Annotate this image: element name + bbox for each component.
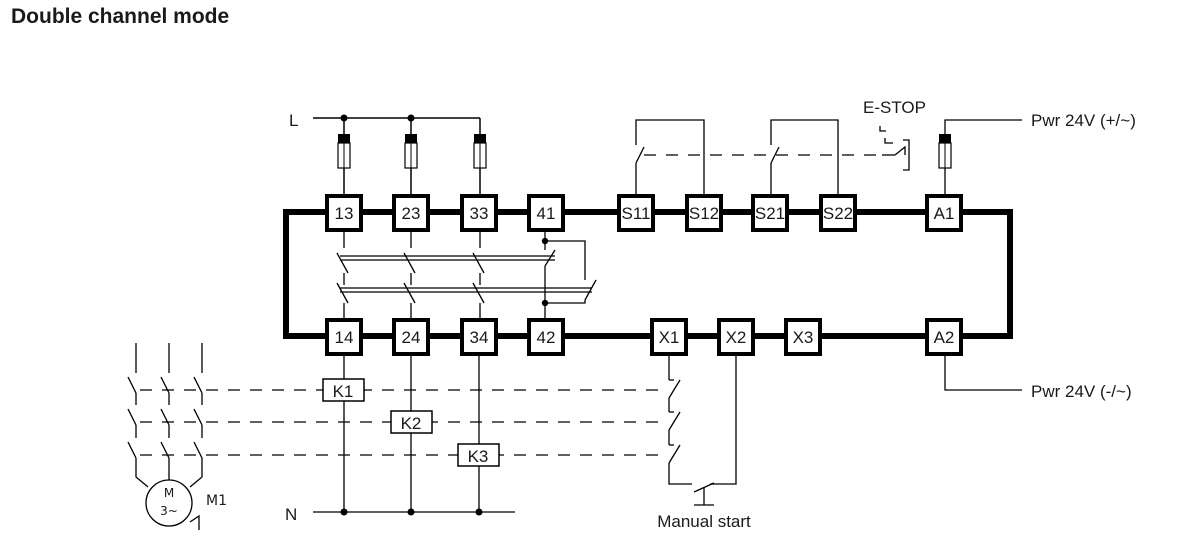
fuse-icon xyxy=(337,134,351,169)
svg-text:3~: 3~ xyxy=(160,504,178,518)
page-title: Double channel mode xyxy=(11,5,230,28)
terminal-s21: S21 xyxy=(751,194,789,232)
terminal-a1: A1 xyxy=(925,194,963,232)
terminal-x1: X1 xyxy=(650,318,688,356)
svg-text:A2: A2 xyxy=(934,328,955,347)
junction-dot xyxy=(407,508,415,516)
estop-label: E-STOP xyxy=(863,98,926,117)
svg-text:13: 13 xyxy=(335,204,354,223)
neutral-label: N xyxy=(285,505,297,524)
svg-text:23: 23 xyxy=(402,204,421,223)
terminal-42: 42 xyxy=(527,318,565,356)
terminal-34: 34 xyxy=(460,318,498,356)
junction-dot xyxy=(475,508,483,516)
power-plus-label: Pwr 24V (+/~) xyxy=(1031,111,1136,130)
terminal-23: 23 xyxy=(392,194,430,232)
motor-contacts xyxy=(127,343,203,488)
junction-dot xyxy=(541,299,549,307)
power-minus-label: Pwr 24V (-/~) xyxy=(1031,382,1132,401)
svg-text:X3: X3 xyxy=(793,328,814,347)
svg-text:A1: A1 xyxy=(934,204,955,223)
power-minus-wiring xyxy=(944,354,1022,391)
terminal-24: 24 xyxy=(392,318,430,356)
svg-text:14: 14 xyxy=(335,328,354,347)
terminal-x2: X2 xyxy=(717,318,755,356)
svg-text:K3: K3 xyxy=(468,447,489,466)
terminal-a2: A2 xyxy=(925,318,963,356)
internal-contacts xyxy=(336,231,597,318)
junction-dot xyxy=(541,237,549,245)
motor-label: M1 xyxy=(206,493,227,509)
terminal-s11: S11 xyxy=(617,194,655,232)
svg-text:X1: X1 xyxy=(659,328,680,347)
terminal-13: 13 xyxy=(325,194,363,232)
junction-dot xyxy=(340,508,348,516)
manual-start-label: Manual start xyxy=(657,512,751,531)
junction-dot xyxy=(407,114,415,122)
estop-button-icon xyxy=(879,126,910,171)
svg-text:34: 34 xyxy=(470,328,489,347)
manual-start-button-icon xyxy=(694,488,714,506)
feedback-loop xyxy=(668,354,737,493)
coil-k1: K1 xyxy=(322,378,365,402)
power-plus-wiring xyxy=(944,119,1022,194)
svg-text:S11: S11 xyxy=(622,204,651,223)
coil-k3: K3 xyxy=(457,443,500,467)
motor-icon: M 3~ xyxy=(145,479,200,530)
svg-text:S21: S21 xyxy=(755,204,785,223)
fuse-icon xyxy=(473,134,487,169)
estop-wiring xyxy=(635,119,880,194)
svg-text:M: M xyxy=(164,486,174,500)
svg-text:24: 24 xyxy=(402,328,421,347)
fuse-icon xyxy=(938,134,952,169)
junction-dot xyxy=(340,114,348,122)
terminal-s12: S12 xyxy=(685,194,723,232)
terminal-x3: X3 xyxy=(784,318,822,356)
svg-text:X2: X2 xyxy=(726,328,747,347)
line-label: L xyxy=(289,111,298,130)
terminal-14: 14 xyxy=(325,318,363,356)
svg-text:42: 42 xyxy=(537,328,556,347)
fuse-icon xyxy=(404,134,418,169)
terminal-41: 41 xyxy=(527,194,565,232)
svg-text:33: 33 xyxy=(470,204,489,223)
terminal-s22: S22 xyxy=(819,194,857,232)
coil-k2: K2 xyxy=(390,410,433,434)
svg-text:K1: K1 xyxy=(333,382,354,401)
svg-text:K2: K2 xyxy=(401,414,422,433)
module-frame xyxy=(283,209,1013,339)
svg-text:41: 41 xyxy=(537,204,556,223)
svg-text:S22: S22 xyxy=(823,204,853,223)
svg-text:S12: S12 xyxy=(689,204,719,223)
terminal-33: 33 xyxy=(460,194,498,232)
